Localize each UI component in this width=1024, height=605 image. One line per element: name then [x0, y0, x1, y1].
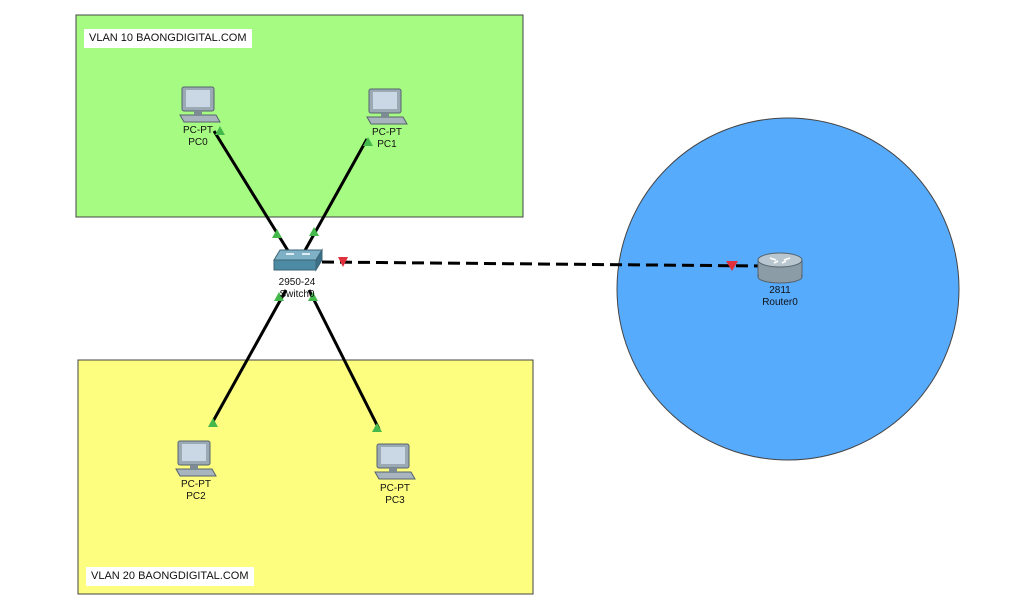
pc3-label: PC-PT PC3 — [355, 483, 435, 507]
link-up-indicator — [309, 227, 319, 236]
link-up-indicator — [274, 292, 284, 301]
vlan10-label: VLAN 10 BAONGDIGITAL.COM — [84, 29, 252, 48]
cable-switch0-router0[interactable] — [321, 260, 763, 268]
pc2-label: PC-PT PC2 — [156, 479, 236, 503]
vlan20-zone — [77, 359, 534, 595]
link-down-indicator — [726, 261, 738, 271]
pc1-label: PC-PT PC1 — [347, 127, 427, 151]
link-down-indicator — [338, 257, 348, 267]
router0-name: Router0 — [762, 297, 798, 308]
pc2-name: PC2 — [186, 491, 206, 502]
link-up-indicator — [372, 423, 382, 432]
pc3-name: PC3 — [385, 495, 405, 506]
switch0-name: Switch0 — [279, 289, 315, 300]
switch0-model: 2950-24 — [278, 277, 316, 288]
pc3-model: PC-PT — [380, 483, 410, 494]
vlan20-label: VLAN 20 BAONGDIGITAL.COM — [86, 567, 254, 586]
pc-icon[interactable] — [366, 88, 408, 125]
link-up-indicator — [215, 126, 225, 135]
router0-model: 2811 — [769, 285, 791, 296]
link-up-indicator — [363, 137, 373, 146]
link-up-indicator — [272, 229, 282, 238]
pc-icon[interactable] — [374, 443, 416, 480]
router0-label: 2811 Router0 — [740, 285, 820, 309]
switch0-label: 2950-24 Switch0 — [257, 277, 337, 301]
pc-icon[interactable] — [179, 86, 221, 123]
cable-pc2-switch0[interactable] — [209, 289, 288, 426]
pc2-model: PC-PT — [181, 479, 211, 490]
router-icon[interactable] — [757, 252, 803, 284]
pc0-name: PC0 — [188, 137, 208, 148]
link-up-indicator — [308, 292, 318, 301]
pc0-model: PC-PT — [183, 125, 213, 136]
link-up-indicator — [208, 418, 218, 427]
pc0-label: PC-PT PC0 — [158, 125, 238, 149]
pc-icon[interactable] — [175, 440, 217, 477]
cable-pc3-switch0[interactable] — [307, 289, 381, 430]
vlan10-zone — [75, 14, 524, 218]
pc1-name: PC1 — [377, 139, 397, 150]
pc1-model: PC-PT — [372, 127, 402, 138]
switch-icon[interactable] — [273, 248, 323, 272]
router-zone — [616, 117, 960, 461]
